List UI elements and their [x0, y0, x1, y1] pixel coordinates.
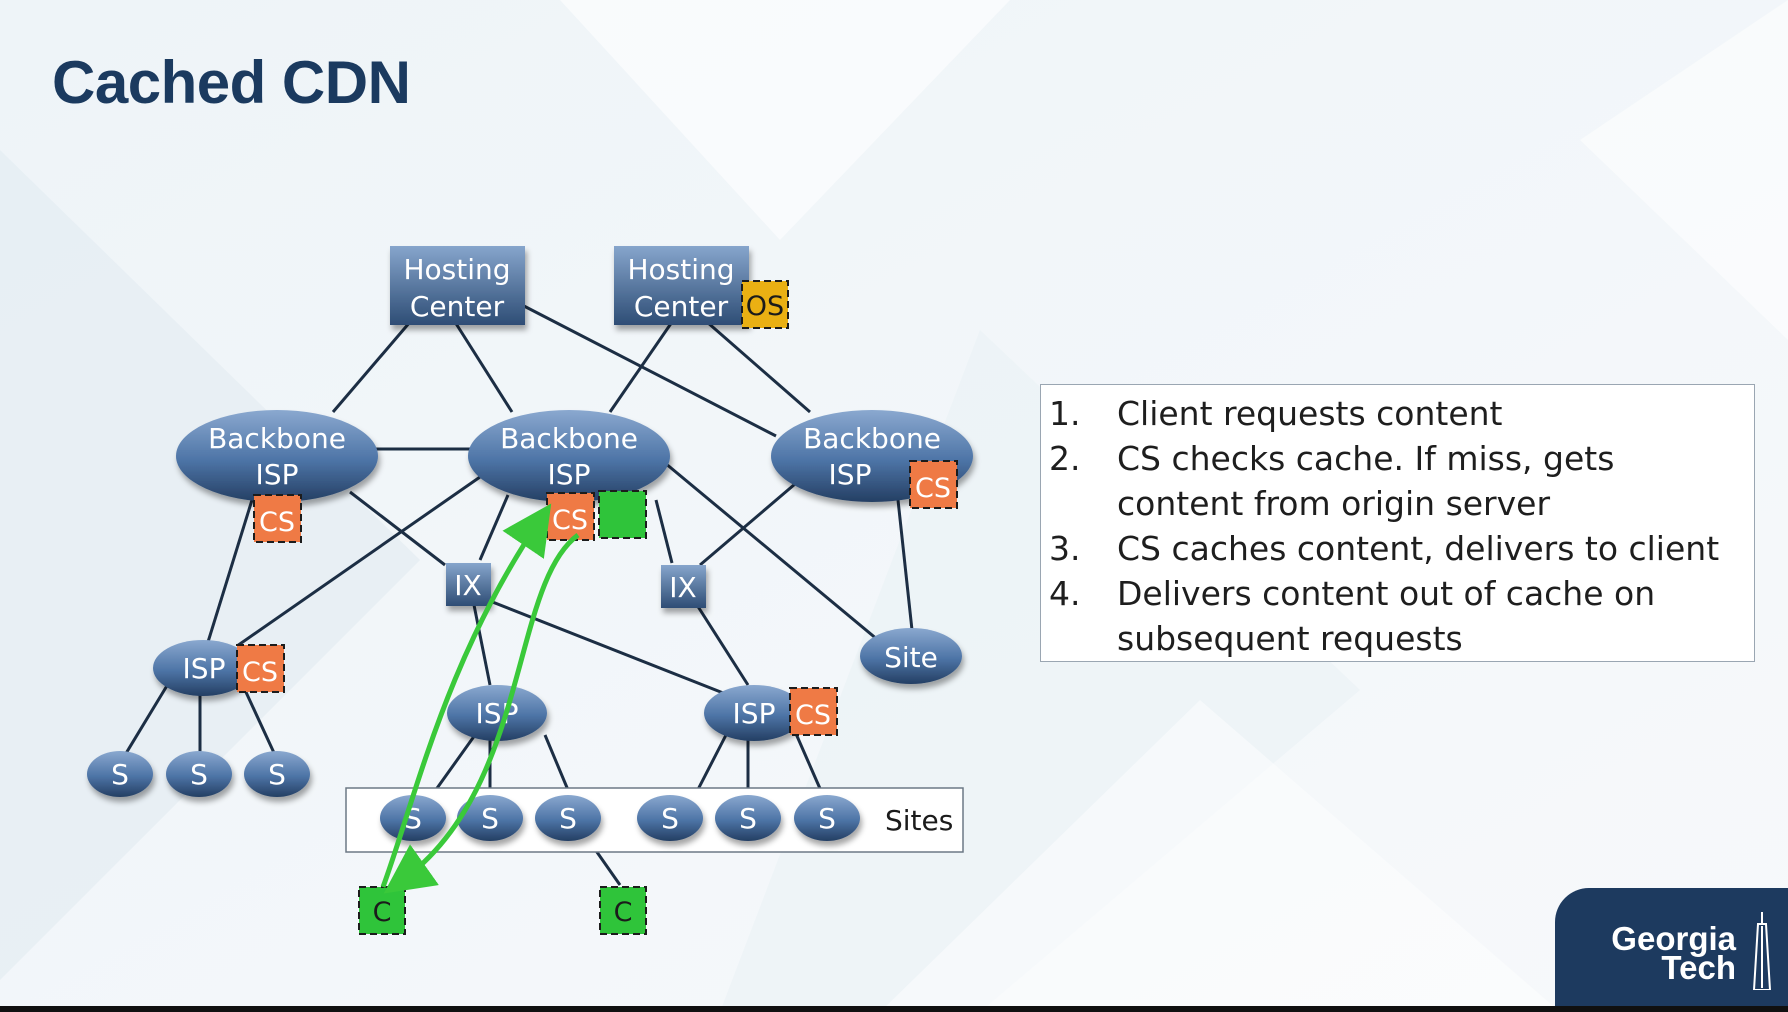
svg-text:CS: CS — [242, 657, 278, 688]
cache-server-backbone-right: CS — [909, 460, 958, 509]
s-node: S — [715, 795, 781, 841]
ix-right: IX — [661, 565, 706, 608]
s-node: S — [535, 795, 601, 841]
sites-label: Sites — [885, 804, 953, 837]
hosting-center-2: Hosting Center — [614, 246, 749, 325]
svg-text:ISP: ISP — [733, 697, 776, 730]
svg-text:S: S — [268, 758, 286, 791]
isp-left: ISP — [153, 640, 253, 696]
cached-content-block — [598, 490, 647, 539]
s-node: S — [87, 751, 153, 797]
svg-text:Backbone: Backbone — [208, 422, 346, 455]
ix-left: IX — [446, 563, 491, 606]
svg-text:ISP: ISP — [548, 458, 591, 491]
response-arrow — [383, 532, 580, 894]
svg-text:ISP: ISP — [256, 458, 299, 491]
svg-text:CS: CS — [915, 473, 951, 504]
svg-text:CS: CS — [259, 507, 295, 538]
cache-server-isp-left: CS — [236, 644, 285, 693]
svg-text:IX: IX — [454, 569, 481, 602]
svg-text:Backbone: Backbone — [500, 422, 638, 455]
stub-sites: S S S S S S S S S — [87, 751, 860, 841]
steps-list: 1.Client requests content 2.CS checks ca… — [1040, 384, 1755, 662]
logo-line-2: Tech — [1661, 949, 1736, 986]
tower-icon — [1752, 912, 1772, 990]
backbone-isp-left: Backbone ISP — [176, 410, 378, 502]
svg-text:IX: IX — [669, 571, 696, 604]
svg-text:ISP: ISP — [829, 458, 872, 491]
svg-text:C: C — [373, 897, 392, 928]
network-links — [123, 303, 914, 886]
backbone-isp-center: Backbone ISP — [468, 410, 670, 502]
slide-title: Cached CDN — [52, 49, 411, 116]
georgia-tech-logo: Georgia Tech — [1555, 888, 1788, 1012]
svg-text:CS: CS — [552, 505, 588, 536]
client-left: C — [358, 886, 406, 935]
step-item: 3.CS caches content, delivers to client — [1049, 529, 1720, 568]
s-node: S — [457, 795, 523, 841]
svg-text:S: S — [559, 802, 577, 835]
step-item: 1.Client requests content — [1049, 394, 1503, 433]
svg-text:S: S — [481, 802, 499, 835]
site-node: Site — [860, 628, 962, 684]
svg-text:Backbone: Backbone — [803, 422, 941, 455]
s-node: S — [794, 795, 860, 841]
hosting-center-1: Hosting Center — [390, 246, 525, 325]
cache-server-isp-right: CS — [789, 687, 838, 736]
svg-text:Center: Center — [634, 290, 729, 323]
svg-text:S: S — [111, 758, 129, 791]
svg-text:C: C — [614, 897, 633, 928]
step-item: 4.Delivers content out of cache on subse… — [1049, 574, 1656, 658]
s-node: S — [380, 795, 446, 841]
s-node: S — [637, 795, 703, 841]
svg-text:OS: OS — [746, 291, 784, 322]
origin-server: OS — [741, 280, 789, 329]
s-node: S — [166, 751, 232, 797]
s-node: S — [244, 751, 310, 797]
cache-server-backbone-left: CS — [253, 494, 302, 543]
isp-right: ISP — [704, 685, 804, 741]
step-item: 2.CS checks cache. If miss, gets content… — [1049, 439, 1615, 523]
svg-text:S: S — [818, 802, 836, 835]
svg-text:S: S — [739, 802, 757, 835]
svg-text:S: S — [190, 758, 208, 791]
svg-text:CS: CS — [795, 700, 831, 731]
svg-text:Hosting: Hosting — [403, 253, 510, 286]
isp-center: ISP — [447, 685, 547, 741]
bottom-bar — [0, 1006, 1788, 1012]
svg-text:Hosting: Hosting — [627, 253, 734, 286]
cache-server-backbone-center: CS — [546, 492, 595, 541]
svg-text:S: S — [661, 802, 679, 835]
svg-text:Center: Center — [410, 290, 505, 323]
svg-text:ISP: ISP — [183, 652, 226, 685]
logo-line-1: Georgia — [1611, 920, 1736, 957]
client-right: C — [599, 886, 647, 935]
svg-text:Site: Site — [884, 641, 938, 674]
